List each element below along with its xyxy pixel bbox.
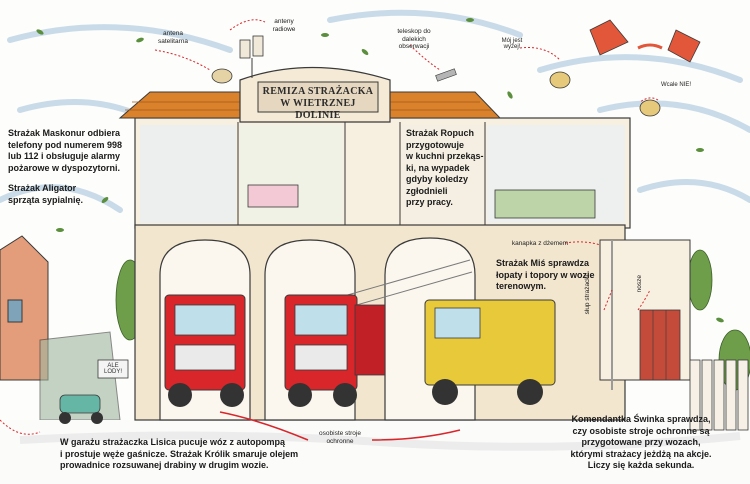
caption-pig-line-5: Liczy się każda sekunda. [587,460,695,470]
label-protective-gear: osobiste stroje ochronne [319,430,361,445]
caption-toad-line-6: zgłodnieli [406,185,448,196]
label-antenna-satellite: antena satelitarna [158,30,188,45]
caption-toad-line-4: ki, na wypadek [406,162,470,173]
caption-pig-line-3: przygotowane przy wozach, [581,437,701,447]
sign-line-2: W WIETRZNEJ DOLINIE [280,98,356,121]
label-antenna-radio: anteny radiowe [272,18,296,33]
sign-title: REMIZA STRAŻACKA W WIETRZNEJ DOLINIE [258,86,378,122]
caption-alligator-line-1: Strażak Aligator [8,183,77,193]
caption-toad-line-1: Strażak Ropuch [406,128,475,138]
caption-dispatcher: Strażak Maskonur odbiera telefony pod nu… [8,128,134,174]
gear-arrows [219,411,461,441]
caption-fox-line-1: W garażu strażaczka Lisica pucuje wóz z … [60,437,286,447]
label-telescope: teleskop do dalekich obserwacji [397,28,431,50]
caption-dispatcher-line-1: Strażak Maskonur odbiera [8,128,121,138]
sign-line-1: REMIZA STRAŻACKA [262,86,374,97]
caption-toad-line-5: gdyby koledzy [406,174,469,184]
flying-leaves [36,18,724,323]
caption-dispatcher-line-3: lub 112 i obsługuje alarmy [8,151,121,161]
caption-dispatcher-line-2: telefony pod numerem 998 [8,139,123,150]
red-fire-truck-ladder [284,294,386,407]
caption-bear-line-1: Strażak Miś sprawdza [496,258,590,268]
caption-toad: Strażak Ropuch przygotowuje w kuchni prz… [406,128,488,209]
caption-pig-line-2: czy osobiste stroje ochronne są [572,425,710,436]
caption-pig-line-1: Komendantka Świnka sprawdza, [571,414,711,424]
red-fire-truck-pump [164,294,246,407]
flying-characters [549,71,661,117]
right-fence [689,359,749,431]
sign-board [257,81,379,113]
pointer-arrows [0,19,659,435]
caption-fox-line-3: prowadnice rozsuwanej drabiny w drugim w… [60,460,269,470]
label-sandwich: kanapka z dżemem [511,240,569,247]
caption-alligator: Strażak Aligator sprząta sypialnię. [8,183,118,206]
speech-my-kite: Mój jest wyżej! [501,38,523,50]
caption-bear-line-2: łopaty i topory w wozie [496,269,595,280]
caption-toad-line-2: przygotowuje [406,139,464,150]
gear-lockers [639,309,681,381]
caption-dispatcher-line-4: pożarowe w dyspozytorni. [8,162,121,173]
gate-sign-board [97,359,129,379]
gate-sign-text: ALE LODY! [103,363,122,375]
label-stretcher: nosze [636,275,643,293]
wind-swirls [0,9,750,213]
kites [589,19,701,63]
caption-pig-line-4: którymi strażacy jeżdżą na akcje. [570,448,712,459]
speech-not-mine: Wcale NIE! [660,82,691,88]
yellow-off-road-truck [424,299,556,405]
caption-pig: Komendantka Świnka sprawdza, czy osobist… [562,414,720,472]
ground [0,420,750,484]
caption-bear-line-3: terenowym. [496,281,547,291]
caption-bear: Strażak Miś sprawdza łopaty i topory w w… [496,258,612,293]
caption-toad-line-3: w kuchni przekąs- [406,151,484,161]
scooter [59,394,103,424]
caption-fox: W garażu strażaczka Lisica pucuje wóz z … [60,437,330,472]
caption-toad-line-7: przy pracy. [406,197,453,207]
antennas [211,35,457,84]
caption-fox-line-2: i prostuje węże gaśnicze. Strażak Królik… [60,448,299,459]
left-house [0,235,121,421]
caption-alligator-line-2: sprząta sypialnię. [8,194,84,205]
